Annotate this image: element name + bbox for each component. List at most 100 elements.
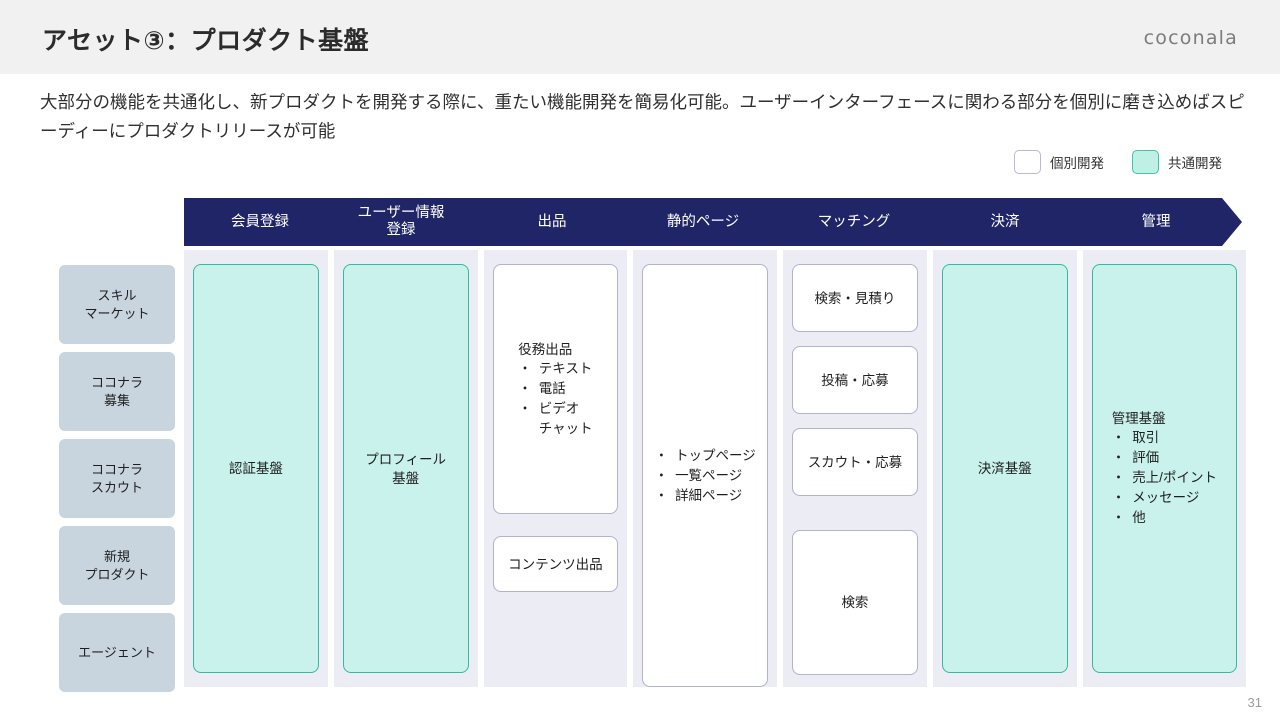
capability-bullet-label: メッセージ (1132, 490, 1200, 505)
capability-card: 管理基盤・取引・評価・売上/ポイント・メッセージ・他 (1091, 264, 1238, 673)
capability-bullet-label: 取引 (1132, 430, 1160, 445)
legend-label-individual: 個別開発 (1050, 156, 1104, 171)
bullet-dot-icon: ・ (1111, 470, 1126, 485)
capability-card-title: プロフィール基盤 (365, 451, 447, 486)
process-step-label: マッチング (817, 213, 891, 230)
slide-header-bar (0, 0, 1280, 74)
capability-bullet-item: ・テキスト (518, 359, 592, 379)
process-step-label: ユーザー情報登録 (357, 205, 445, 238)
legend-swatch-individual-icon (1014, 150, 1041, 174)
product-line-item-1: スキルマーケット (59, 265, 175, 344)
bullet-dot-icon: ・ (654, 487, 669, 503)
bullet-dot-icon: ・ (654, 447, 669, 463)
process-header-row: 会員登録 ユーザー情報登録 出品 静的ページ マッチング 決済 管理 (184, 198, 1246, 246)
capability-bullet-label: テキスト (538, 360, 593, 376)
capability-bullet-label: 電話 (538, 380, 566, 396)
capability-card-body: 検索 (835, 589, 874, 616)
capability-card-title: 決済基盤 (977, 461, 1032, 476)
capability-bullet-item: ・売上/ポイント (1112, 468, 1217, 488)
capability-bullet-item: ・メッセージ (1112, 488, 1217, 508)
capability-bullet-item: ・評価 (1112, 448, 1217, 468)
capability-bullet-label: 他 (1132, 510, 1146, 525)
product-line-item-4: 新規プロダクト (59, 526, 175, 605)
capability-columns: 認証基盤プロフィール基盤役務出品・テキスト・電話・ビデオチャットコンテンツ出品・… (184, 250, 1247, 687)
bullet-dot-icon: ・ (1111, 510, 1126, 525)
capability-card-body: 投稿・応募 (815, 367, 895, 394)
legend-item-common: 共通開発 (1132, 150, 1222, 174)
capability-card-title: 管理基盤 (1111, 411, 1166, 426)
capability-card-bullets: ・トップページ・一覧ページ・詳細ページ (655, 446, 756, 506)
capability-card: 投稿・応募 (792, 346, 918, 414)
column-4: ・トップページ・一覧ページ・詳細ページ (633, 250, 778, 687)
capability-card-title: 検索 (841, 595, 869, 610)
process-step-5: マッチング (768, 198, 940, 246)
product-line-label: エージェント (78, 644, 156, 660)
bullet-dot-icon: ・ (518, 380, 532, 396)
column-6: 決済基盤 (932, 250, 1077, 687)
capability-bullet-item: ・電話 (518, 379, 592, 399)
capability-card-body: スカウト・応募 (802, 449, 909, 476)
product-line-item-5: エージェント (59, 613, 175, 692)
capability-bullet-item: ・取引 (1112, 428, 1217, 448)
capability-bullet-label: 売上/ポイント (1132, 470, 1217, 485)
capability-card-title: スカウト・応募 (807, 454, 903, 470)
column-3: 役務出品・テキスト・電話・ビデオチャットコンテンツ出品 (483, 250, 628, 687)
capability-bullet-item: ・トップページ (655, 446, 756, 466)
legend-swatch-common-icon (1132, 150, 1159, 174)
coconala-logo: coconala (1143, 27, 1238, 49)
capability-card-body: 検索・見積り (808, 285, 901, 312)
capability-card-title: 認証基盤 (228, 461, 283, 476)
capability-card: 検索 (792, 530, 918, 675)
capability-bullet-item: ・詳細ページ (655, 486, 756, 506)
product-line-item-2: ココナラ募集 (59, 352, 175, 431)
product-line-label: ココナラスカウト (90, 461, 143, 495)
column-7: 管理基盤・取引・評価・売上/ポイント・メッセージ・他 (1082, 250, 1247, 687)
capability-bullet-label: ビデオチャット (538, 400, 593, 436)
capability-card-body: 認証基盤 (223, 455, 289, 482)
process-step-7: 管理 (1070, 198, 1242, 246)
page-title: アセット③：プロダクト基盤 (42, 27, 370, 55)
capability-card-body: 役務出品・テキスト・電話・ビデオチャット (512, 336, 598, 443)
legend-label-common: 共通開発 (1168, 156, 1222, 171)
capability-card-body: ・トップページ・一覧ページ・詳細ページ (649, 442, 762, 510)
capability-card-title: コンテンツ出品 (508, 556, 603, 572)
capability-card-bullets: ・取引・評価・売上/ポイント・メッセージ・他 (1112, 428, 1217, 528)
process-step-label: 出品 (537, 213, 567, 230)
capability-card: 役務出品・テキスト・電話・ビデオチャット (492, 264, 619, 514)
capability-card-body: 管理基盤・取引・評価・売上/ポイント・メッセージ・他 (1106, 405, 1223, 532)
capability-card: 検索・見積り (792, 264, 918, 332)
process-step-label: 決済 (990, 213, 1020, 230)
bullet-dot-icon: ・ (654, 467, 669, 483)
process-step-label: 会員登録 (231, 213, 289, 230)
capability-bullet-label: 評価 (1132, 450, 1160, 465)
process-step-3: 出品 (466, 198, 638, 246)
capability-card: コンテンツ出品 (492, 536, 619, 592)
process-step-4: 静的ページ (617, 198, 789, 246)
capability-card: スカウト・応募 (792, 428, 918, 496)
process-step-2: ユーザー情報登録 (315, 198, 487, 246)
bullet-dot-icon: ・ (1111, 430, 1126, 445)
capability-card-body: プロフィール基盤 (359, 446, 452, 492)
bullet-dot-icon: ・ (1111, 490, 1126, 505)
process-step-6: 決済 (919, 198, 1091, 246)
bullet-dot-icon: ・ (518, 400, 532, 416)
process-step-1: 会員登録 (184, 198, 336, 246)
capability-bullet-item: ・ビデオチャット (518, 399, 592, 439)
capability-card: ・トップページ・一覧ページ・詳細ページ (642, 264, 769, 687)
bullet-dot-icon: ・ (518, 360, 532, 376)
product-line-stack: スキルマーケットココナラ募集ココナラスカウト新規プロダクトエージェント (59, 265, 175, 692)
capability-bullet-label: 一覧ページ (675, 467, 743, 483)
process-step-label: 静的ページ (666, 213, 740, 230)
capability-bullet-label: トップページ (675, 447, 756, 463)
bullet-dot-icon: ・ (1111, 450, 1126, 465)
capability-card-title: 投稿・応募 (821, 372, 889, 388)
legend: 個別開発 共通開発 (1014, 150, 1222, 174)
legend-item-individual: 個別開発 (1014, 150, 1104, 174)
capability-card-bullets: ・テキスト・電話・ビデオチャット (518, 359, 592, 439)
capability-card: 決済基盤 (941, 264, 1068, 673)
process-step-label: 管理 (1141, 213, 1171, 230)
capability-card-body: 決済基盤 (972, 455, 1038, 482)
column-2: プロフィール基盤 (333, 250, 478, 687)
capability-bullet-label: 詳細ページ (675, 487, 743, 503)
